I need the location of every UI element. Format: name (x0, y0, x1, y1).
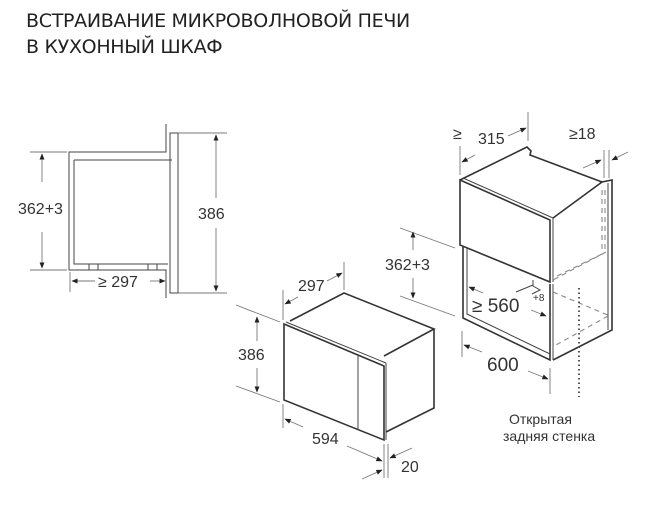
side-niche-height-label: 362+3 (18, 201, 63, 218)
side-total-height-label: 386 (198, 206, 225, 223)
niche-width-tolerance: +8 (533, 293, 545, 304)
cabinet-depth-label: 315 (478, 131, 505, 148)
open-back-note-line-2: задняя стенка (503, 428, 595, 444)
diagram-title: ВСТРАИВАНИЕ МИКРОВОЛНОВОЙ ПЕЧИ В КУХОННЫ… (26, 8, 410, 60)
title-line-2: В КУХОННЫЙ ШКАФ (26, 36, 223, 58)
side-depth-label: ≥ 297 (98, 274, 138, 291)
side-view: 362+3 386 ≥ 297 (18, 124, 227, 298)
microwave-depth-label: 297 (298, 278, 325, 295)
microwave-height-label: 386 (238, 347, 265, 364)
cabinet-depth-prefix: ≥ (453, 126, 462, 143)
cabinet-isometric: ≥ 315 ≥18 362+3 ≥ 560 +8 600 Открытая за… (385, 112, 629, 444)
title-line-1: ВСТРАИВАНИЕ МИКРОВОЛНОВОЙ ПЕЧИ (26, 10, 410, 32)
cabinet-niche-height-label: 362+3 (385, 257, 430, 274)
niche-width-label: ≥ 560 (472, 296, 519, 317)
cabinet-width-label: 600 (487, 355, 519, 376)
microwave-width-label: 594 (312, 431, 339, 448)
open-back-note-line-1: Открытая (509, 411, 572, 427)
door-thickness-label: 20 (401, 459, 419, 476)
wall-thickness-label: ≥18 (569, 126, 596, 143)
microwave-isometric: 297 386 594 20 (235, 262, 436, 480)
